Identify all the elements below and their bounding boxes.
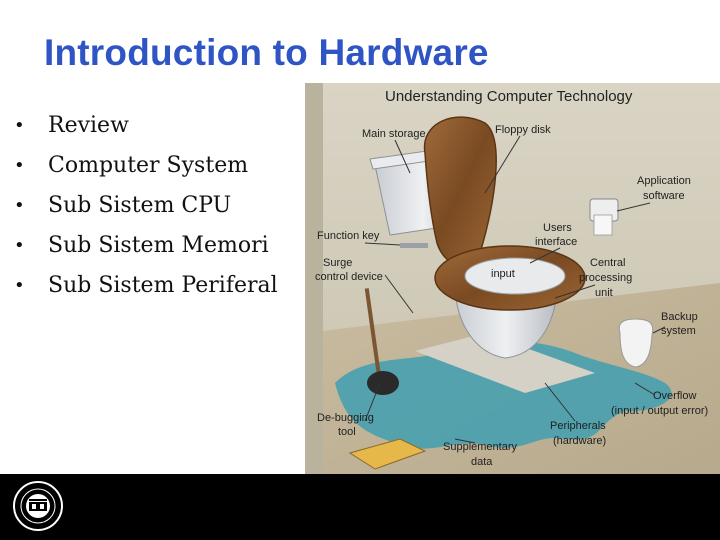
label-debugging-tool: De-bugging: [317, 412, 374, 424]
label-main-storage: Main storage: [362, 128, 426, 140]
bullet-list: •Review •Computer System •Sub Sistem CPU…: [14, 106, 278, 306]
bullet-item: •Sub Sistem CPU: [14, 186, 278, 226]
bullet-dot-icon: •: [14, 155, 25, 176]
bullet-item: •Review: [14, 106, 278, 146]
label-peripherals: Peripherals: [550, 420, 606, 432]
slide-title: Introduction to Hardware: [44, 32, 489, 73]
bullet-dot-icon: •: [14, 275, 25, 296]
label-users-interface: Users: [543, 222, 572, 234]
illustration-heading: Understanding Computer Technology: [385, 88, 633, 105]
magazine-stack-shape: [348, 438, 427, 470]
label-leader-lines: [364, 135, 666, 444]
bullet-dot-icon: •: [14, 195, 25, 216]
label-cpu-2: processing: [579, 272, 632, 284]
water-puddle-shape: [335, 340, 672, 449]
plunger-cup-shape: [367, 371, 399, 395]
footer-bar: [0, 474, 720, 540]
computer-technology-illustration: Understanding Computer Technology Main s…: [305, 83, 720, 475]
illustration-svg: Understanding Computer Technology Main s…: [305, 83, 720, 475]
label-backup-system-2: system: [661, 325, 696, 337]
university-seal-logo: [13, 481, 63, 531]
illustration-labels: Main storage Floppy disk Application sof…: [315, 124, 708, 468]
toilet-lid-shape: [423, 116, 497, 267]
toilet-bowl-opening: [464, 257, 566, 295]
label-application-software-2: software: [643, 190, 685, 202]
label-cpu: Central: [590, 257, 625, 269]
mat-shape: [415, 333, 595, 393]
pitcher-shape: [618, 318, 654, 368]
label-application-software: Application: [637, 175, 691, 187]
label-cpu-3: unit: [595, 287, 613, 299]
bullet-item: •Computer System: [14, 146, 278, 186]
bullet-item: •Sub Sistem Periferal: [14, 266, 278, 306]
label-users-interface-2: interface: [535, 236, 577, 248]
label-debugging-tool-2: tool: [338, 426, 356, 438]
label-peripherals-2: (hardware): [553, 435, 606, 447]
label-supplementary-data: Supplementary: [443, 441, 517, 453]
label-surge-control-2: control device: [315, 271, 383, 283]
bullet-dot-icon: •: [14, 115, 25, 136]
bullet-dot-icon: •: [14, 235, 25, 256]
label-input: input: [491, 268, 515, 280]
toilet-paper-sheet: [593, 214, 613, 236]
label-floppy-disk: Floppy disk: [495, 124, 551, 136]
label-supplementary-data-2: data: [471, 456, 493, 468]
bullet-item: •Sub Sistem Memori: [14, 226, 278, 266]
label-overflow: Overflow: [653, 390, 696, 402]
label-function-key: Function key: [317, 230, 380, 242]
left-wall-edge: [305, 83, 323, 475]
label-surge-control: Surge: [323, 257, 352, 269]
plunger-handle-shape: [364, 288, 382, 378]
label-backup-system: Backup: [661, 311, 698, 323]
label-overflow-2: (input / output error): [611, 405, 708, 417]
flush-handle-shape: [400, 243, 428, 248]
